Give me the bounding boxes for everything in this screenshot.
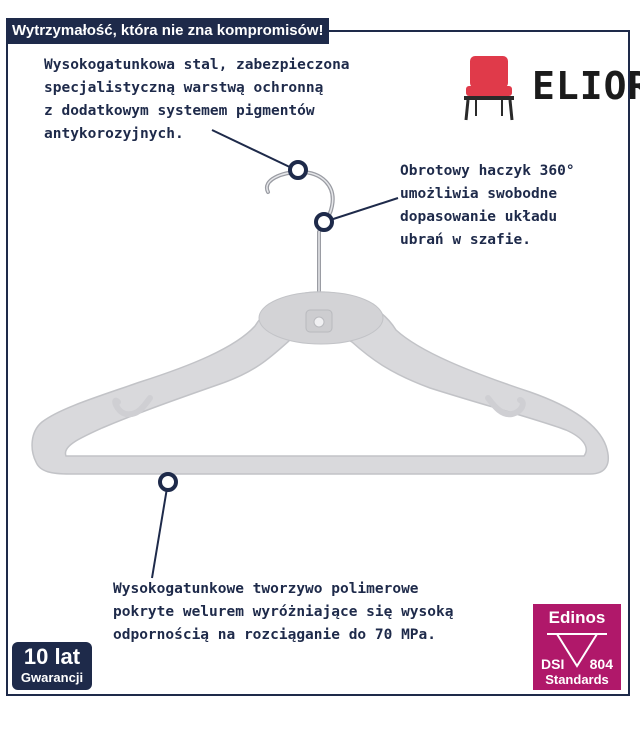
frame-right-edge [628, 30, 630, 696]
headline-banner: Wytrzymałość, która nie zna kompromisów! [6, 18, 330, 44]
marker-hook [314, 212, 334, 232]
left-strap-hook [112, 395, 153, 418]
hanger-hook [264, 169, 335, 297]
marker-steel [288, 160, 308, 180]
brand-name: ELIOR [532, 64, 640, 108]
marker-polymer [158, 472, 178, 492]
certificate-left: DSI [541, 656, 565, 672]
certificate-bottom: Standards [545, 672, 609, 687]
leader-hook [323, 197, 399, 223]
warranty-label: Gwarancji [20, 670, 84, 685]
warranty-years: 10 lat [23, 644, 81, 669]
callout-polymer: Wysokogatunkowe tworzywo polimerowe pokr… [113, 581, 454, 643]
certificate-mark-icon [547, 633, 607, 668]
warranty-badge: 10 lat Gwarancji [12, 642, 92, 690]
chair-icon [464, 56, 514, 121]
leader-polymer [151, 481, 169, 579]
callout-hook: Obrotowy haczyk 360° umożliwia swobodne … [400, 163, 575, 248]
certificate-badge: Edinos DSI 804 Standards [533, 604, 621, 690]
callout-steel: Wysokogatunkowa stal, zabezpieczona spec… [44, 57, 350, 142]
certificate-right: 804 [589, 656, 613, 672]
right-strap-hook [485, 395, 526, 418]
leader-steel [211, 129, 297, 171]
certificate-top: Edinos [548, 608, 606, 627]
elior-logo: ELIOR [456, 52, 640, 122]
